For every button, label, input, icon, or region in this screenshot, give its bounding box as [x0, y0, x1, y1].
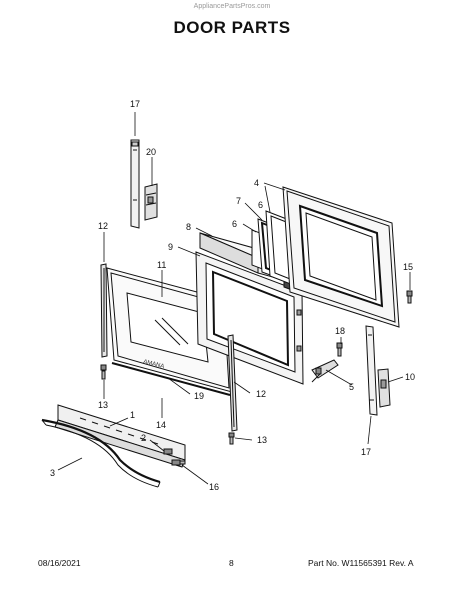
callout-3: 3: [50, 468, 55, 478]
page-title: DOOR PARTS: [173, 18, 291, 37]
part-16-screw: [171, 459, 186, 466]
callout-7: 7: [236, 196, 241, 206]
callout-11: 11: [157, 260, 166, 270]
part-12-side-trim-left: [100, 263, 108, 358]
part-3-door-handle: [41, 418, 161, 488]
callout-1: 1: [130, 410, 135, 420]
part-20-hinge-receptacle: [144, 183, 158, 221]
footer-part-number: Part No. W11565391 Rev. A: [308, 558, 414, 568]
callout-13-right: 13: [257, 435, 267, 445]
part-15-screw: [406, 290, 413, 304]
callout-15: 15: [403, 262, 413, 272]
callout-13-left: 13: [98, 400, 108, 410]
callout-10: 10: [405, 372, 415, 382]
watermark: AppliancePartsPros.com: [193, 3, 271, 10]
part-13-screw-right: [228, 432, 235, 445]
callout-18: 18: [335, 326, 345, 336]
part-5-bracket: [311, 359, 339, 383]
callout-16: 16: [209, 482, 219, 492]
callout-4: 4: [254, 178, 259, 188]
callout-6-upper: 6: [258, 200, 263, 210]
callout-17-top: 17: [130, 99, 140, 109]
part-13-screw-left: [100, 364, 107, 380]
part-17-hinge-top: [130, 139, 140, 229]
footer-date: 08/16/2021: [38, 558, 81, 568]
svg-text:AMANA: AMANA: [143, 359, 165, 370]
callout-20: 20: [146, 147, 156, 157]
callout-5: 5: [349, 382, 354, 392]
callout-8: 8: [186, 222, 191, 232]
part-2-screw: [163, 448, 173, 455]
part-18-screw: [336, 342, 343, 357]
callout-12-left: 12: [98, 221, 108, 231]
part-12-side-trim-right: [227, 334, 238, 432]
part-4-inner-door-liner: [282, 186, 400, 328]
part-17-hinge-bottom: [365, 325, 378, 416]
part-10-hinge-receptacle-right: [377, 368, 391, 408]
callout-19: 19: [194, 391, 204, 401]
callout-labels: 17 20 12 11 9 8 6 7 6 4 15 18 5 10 17 13…: [50, 99, 415, 492]
part-19-bottom-strip: [111, 362, 231, 396]
callout-9: 9: [168, 242, 173, 252]
callout-17-bottom: 17: [361, 447, 371, 457]
footer-page-number: 8: [229, 558, 234, 568]
callout-14: 14: [156, 420, 166, 430]
callout-2: 2: [141, 433, 146, 443]
callout-6-lower: 6: [232, 219, 237, 229]
callout-12-right: 12: [256, 389, 266, 399]
leader-lines: [57, 112, 411, 485]
part-1-bottom-trim: [54, 404, 186, 468]
